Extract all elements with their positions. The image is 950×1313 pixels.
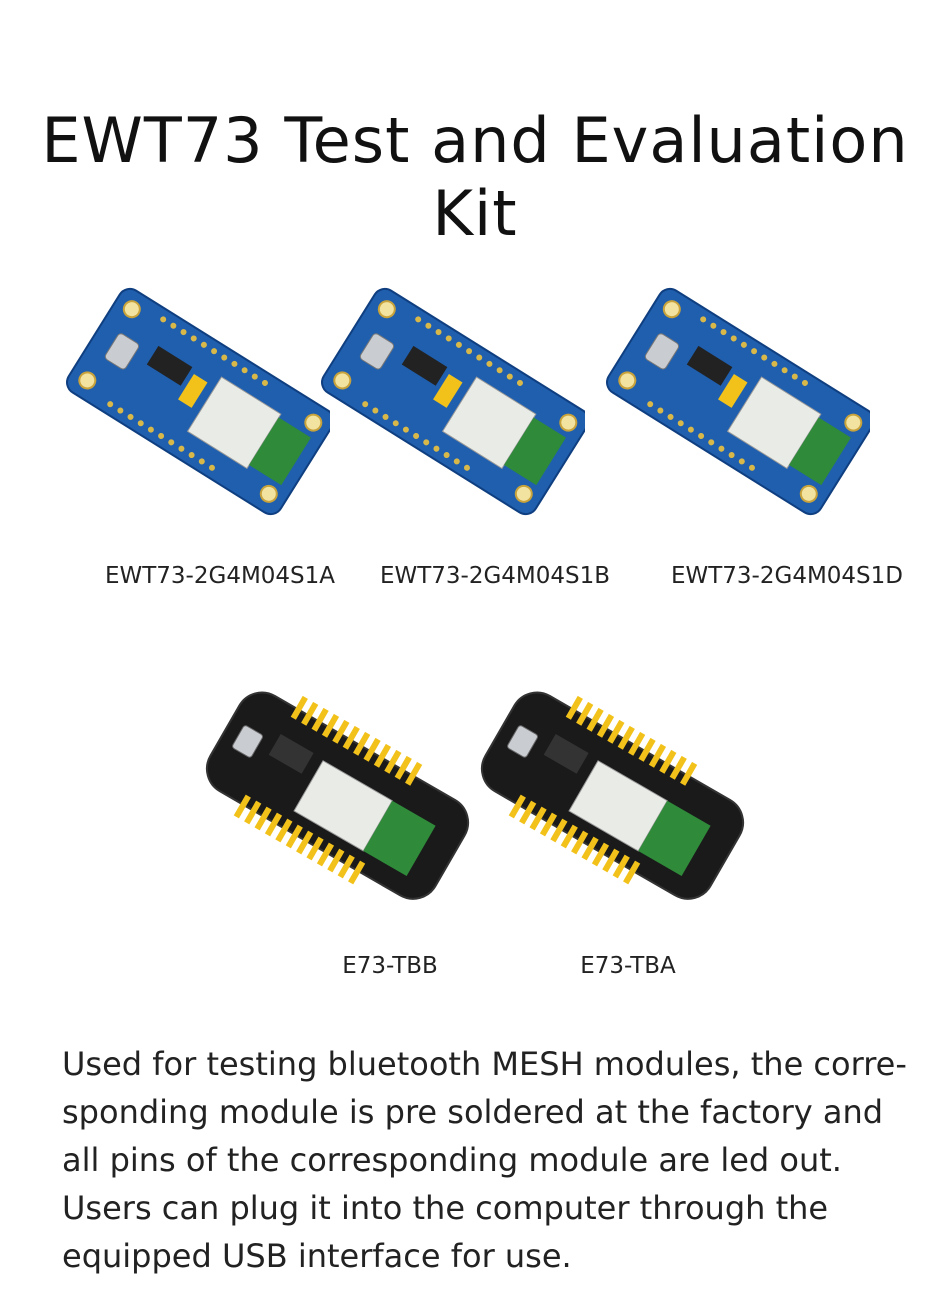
description-text: Used for testing bluetooth MESH modules,… bbox=[62, 1045, 907, 1275]
product-label-tbb: E73-TBB bbox=[342, 953, 438, 979]
board-image-s1b bbox=[321, 287, 585, 516]
product-label-s1d: EWT73-2G4M04S1D bbox=[670, 563, 904, 589]
board-image-s1a bbox=[66, 287, 330, 516]
product-label-tba: E73-TBA bbox=[580, 953, 676, 979]
board-image-s1d bbox=[606, 287, 870, 516]
page-title: EWT73 Test and Evaluation Kit bbox=[41, 104, 909, 250]
board-image-tbb bbox=[205, 691, 470, 900]
product-label-s1a: EWT73-2G4M04S1A bbox=[104, 563, 336, 589]
board-image-tba bbox=[480, 691, 745, 900]
product-label-s1b: EWT73-2G4M04S1B bbox=[379, 563, 611, 589]
